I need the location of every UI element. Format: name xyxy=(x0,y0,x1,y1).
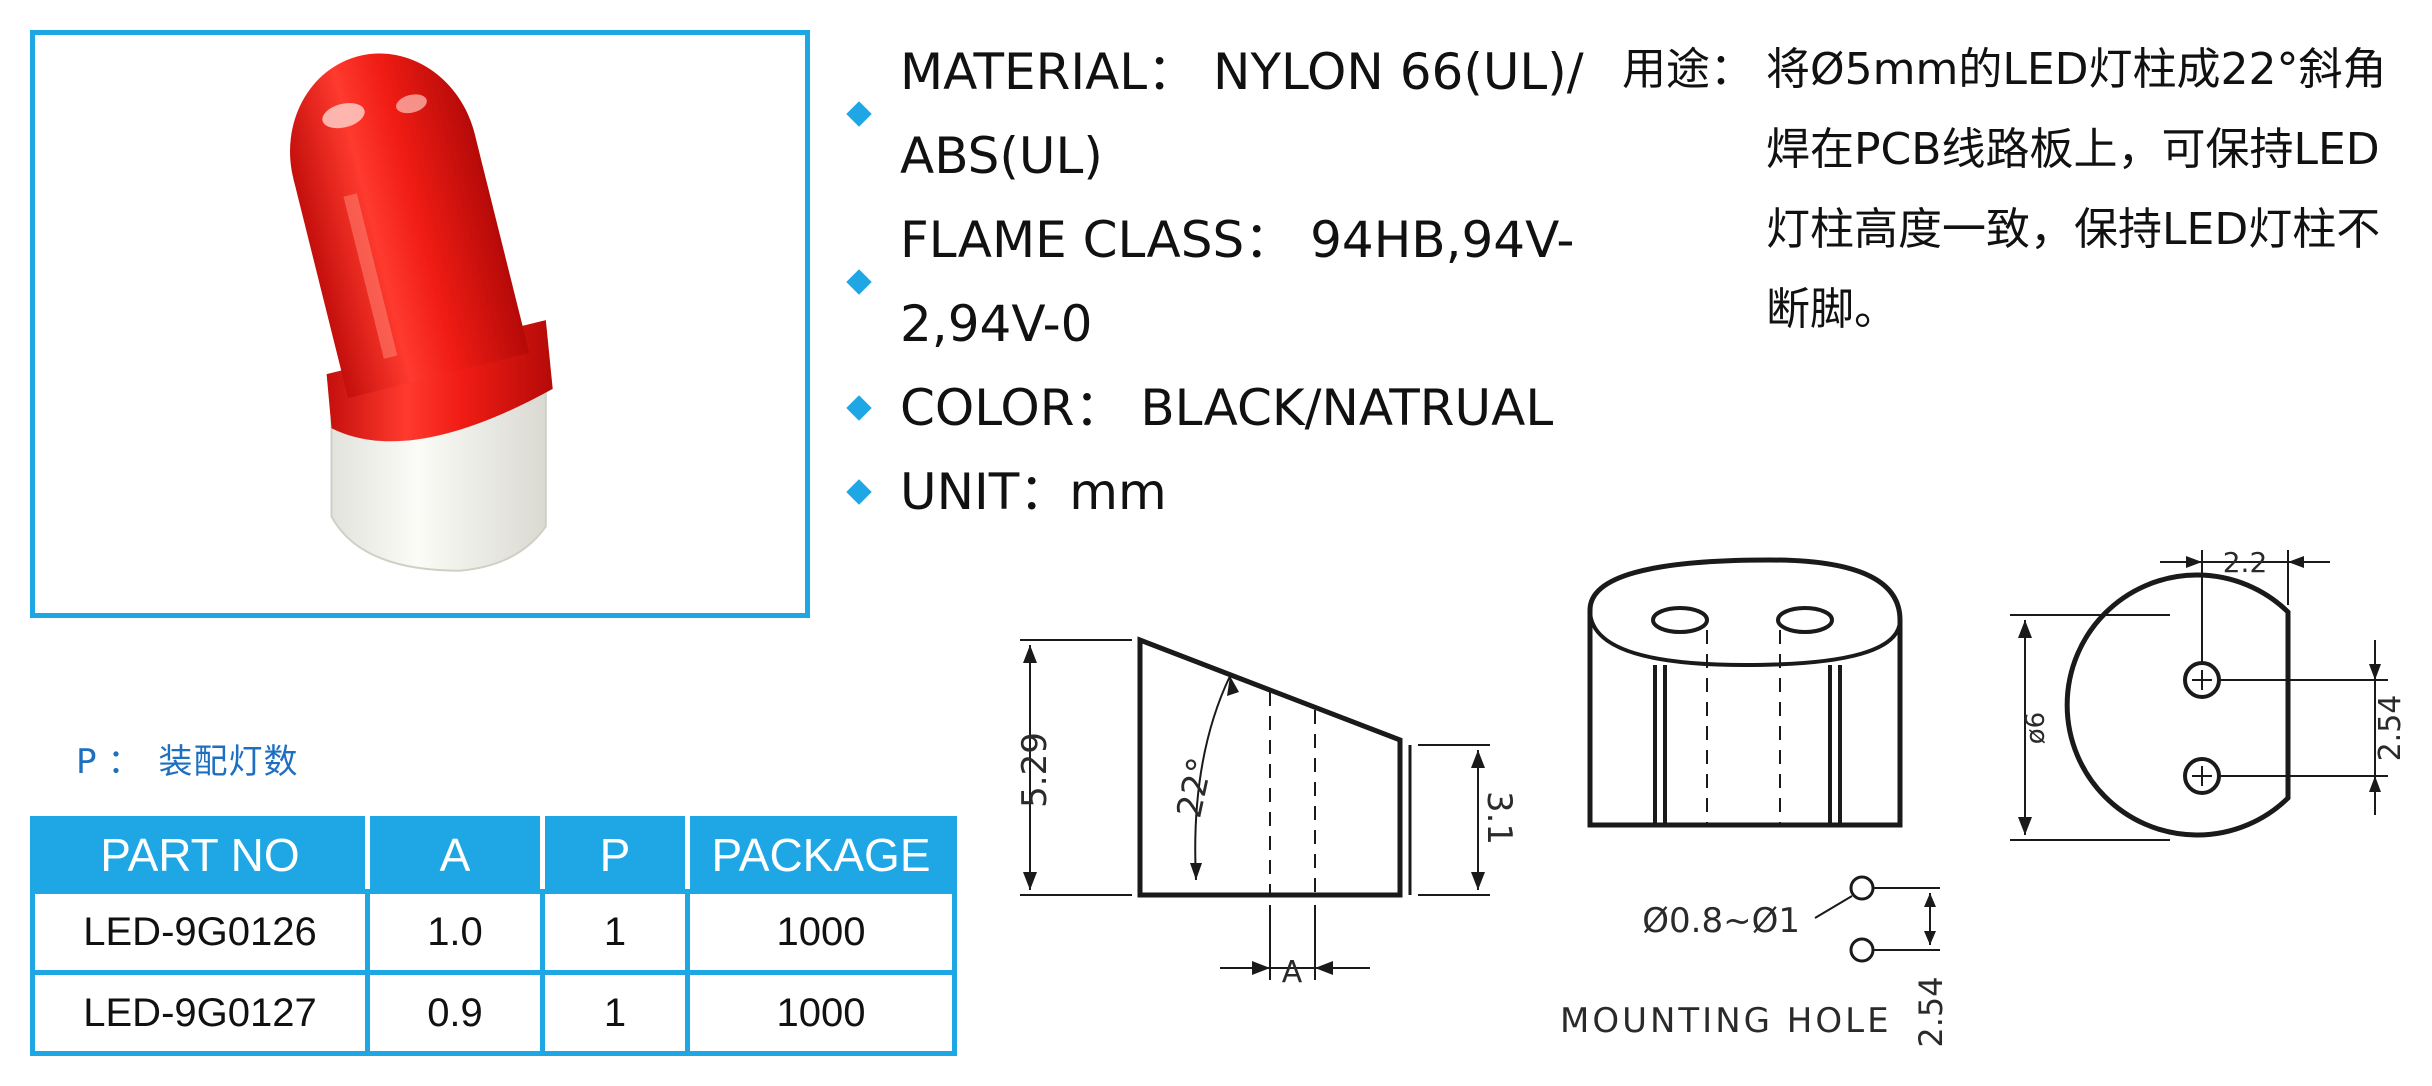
usage-description: 用途： 将Ø5mm的LED灯柱成22°斜角焊在PCB线路板上，可保持LED灯柱高… xyxy=(1622,30,2412,350)
spec-text: FLAME CLASS： 94HB,94V-2,94V-0 xyxy=(900,211,1575,353)
header-p: P xyxy=(540,816,690,894)
header-package: PACKAGE xyxy=(685,816,957,894)
spec-text: COLOR： BLACK/NATRUAL xyxy=(900,379,1554,437)
table-row: LED-9G0126 1.0 1 1000 xyxy=(30,889,957,975)
note-key: P xyxy=(76,742,98,782)
dim-pitch: 2.54 xyxy=(2373,695,2408,762)
diamond-bullet-icon xyxy=(846,101,872,127)
cell-package: 1000 xyxy=(685,970,957,1056)
product-photo-frame xyxy=(30,30,810,618)
side-view: 5.29 3.1 22° A xyxy=(1015,636,1519,990)
top-view: 2.2 2.54 ø6 xyxy=(2010,546,2408,841)
cell-a: 0.9 xyxy=(365,970,545,1056)
diamond-bullet-icon xyxy=(846,395,872,421)
usage-text: 将Ø5mm的LED灯柱成22°斜角焊在PCB线路板上，可保持LED灯柱高度一致，… xyxy=(1766,44,2387,335)
cell-part-no: LED-9G0126 xyxy=(30,889,370,975)
dim-top-offset: 2.2 xyxy=(2223,546,2268,579)
parts-table: PART NO A P PACKAGE LED-9G0126 1.0 1 100… xyxy=(30,816,957,1056)
mounting-hole-label: MOUNTING HOLE xyxy=(1560,1001,1892,1041)
isometric-view: Ø0.8~Ø1 MOUNTING HOLE 2.54 xyxy=(1560,557,1950,1048)
diamond-bullet-icon xyxy=(846,269,872,295)
spec-list: MATERIAL： NYLON 66(UL)/ ABS(UL) FLAME CL… xyxy=(838,30,1598,534)
dim-hole-pitch: 2.54 xyxy=(1912,976,1950,1047)
dim-angle: 22° xyxy=(1169,754,1221,821)
spec-color: COLOR： BLACK/NATRUAL xyxy=(838,366,1598,450)
cell-a: 1.0 xyxy=(365,889,545,975)
table-row: LED-9G0127 0.9 1 1000 xyxy=(30,970,957,1056)
spec-material: MATERIAL： NYLON 66(UL)/ ABS(UL) xyxy=(838,30,1598,198)
table-header-row: PART NO A P PACKAGE xyxy=(30,816,957,894)
cell-p: 1 xyxy=(540,970,690,1056)
cell-part-no: LED-9G0127 xyxy=(30,970,370,1056)
note-value: 装配灯数 xyxy=(158,742,299,782)
header-part-no: PART NO xyxy=(30,816,370,894)
spec-flame-class: FLAME CLASS： 94HB,94V-2,94V-0 xyxy=(838,198,1598,366)
product-photo xyxy=(290,53,553,572)
header-a: A xyxy=(365,816,545,894)
dim-diameter: ø6 xyxy=(2021,712,2051,744)
cell-package: 1000 xyxy=(685,889,957,975)
cell-p: 1 xyxy=(540,889,690,975)
dim-short-height: 3.1 xyxy=(1479,791,1519,845)
spec-unit: UNIT：mm xyxy=(838,450,1598,534)
dim-width-a: A xyxy=(1282,955,1303,990)
table-note: P： 装配灯数 xyxy=(76,734,299,783)
usage-label: 用途： xyxy=(1622,44,1754,95)
spec-text: UNIT：mm xyxy=(900,463,1167,521)
dim-side-height: 5.29 xyxy=(1015,732,1055,808)
hole-spec-label: Ø0.8~Ø1 xyxy=(1642,901,1800,941)
diamond-bullet-icon xyxy=(846,479,872,505)
spec-text: MATERIAL： NYLON 66(UL)/ ABS(UL) xyxy=(900,43,1584,185)
note-separator: ： xyxy=(107,742,143,782)
